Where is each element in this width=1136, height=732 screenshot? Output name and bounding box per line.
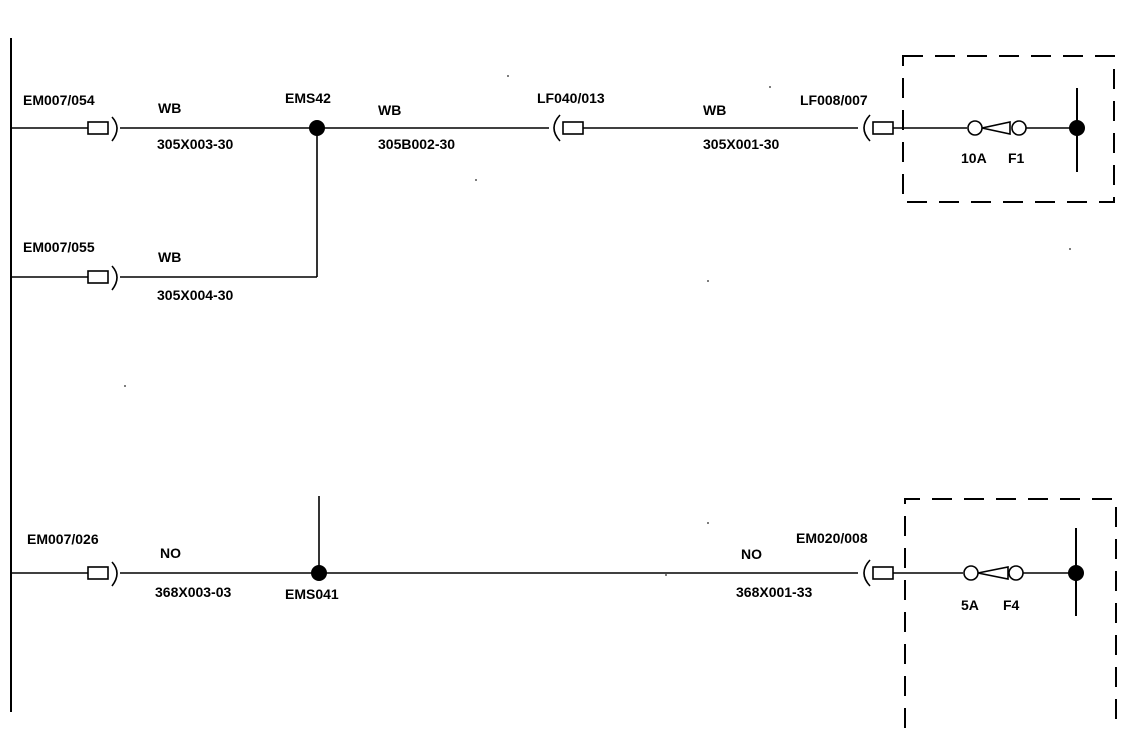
label-ems42: EMS42	[285, 90, 331, 106]
label-em007-055: EM007/055	[23, 239, 95, 255]
label-wire-6-color: NO	[741, 546, 762, 562]
label-wire-3-id: 305X001-30	[703, 136, 780, 152]
connector-em007-055[interactable]	[87, 265, 118, 291]
row-3-circuit	[11, 496, 1117, 728]
label-wire-2-color: WB	[378, 102, 401, 118]
connector-em007-026[interactable]	[87, 561, 118, 587]
label-ems041: EMS041	[285, 586, 339, 602]
connector-lf040-013[interactable]	[553, 114, 584, 142]
label-fuse-f1-name: F1	[1008, 150, 1025, 166]
label-lf040-013: LF040/013	[537, 90, 605, 106]
connector-em020-008[interactable]	[863, 559, 894, 587]
label-wire-1-id: 305X003-30	[157, 136, 234, 152]
label-wire-6-id: 368X001-33	[736, 584, 813, 600]
label-fuse-f4-rating: 5A	[961, 597, 979, 613]
label-fuse-f4-name: F4	[1003, 597, 1020, 613]
label-em007-054: EM007/054	[23, 92, 95, 108]
label-lf008-007: LF008/007	[800, 92, 868, 108]
label-wire-3-color: WB	[703, 102, 726, 118]
label-wire-5-color: NO	[160, 545, 181, 561]
row-1-circuit	[11, 55, 1115, 203]
fuse-box-1	[902, 55, 1115, 203]
scan-noise	[124, 75, 1071, 576]
label-wire-5-id: 368X003-03	[155, 584, 232, 600]
label-wire-1-color: WB	[158, 100, 181, 116]
label-fuse-f1-rating: 10A	[961, 150, 987, 166]
label-em020-008: EM020/008	[796, 530, 868, 546]
fuse-box-2	[904, 498, 1117, 728]
label-em007-026: EM007/026	[27, 531, 99, 547]
fuse-f4-symbol	[963, 565, 1024, 581]
label-wire-2-id: 305B002-30	[378, 136, 455, 152]
label-wire-4-id: 305X004-30	[157, 287, 234, 303]
row-2-circuit	[11, 128, 318, 291]
connector-lf008-007[interactable]	[863, 114, 894, 142]
label-wire-4-color: WB	[158, 249, 181, 265]
connector-em007-054[interactable]	[87, 116, 118, 142]
fuse-f1-symbol	[967, 120, 1027, 136]
